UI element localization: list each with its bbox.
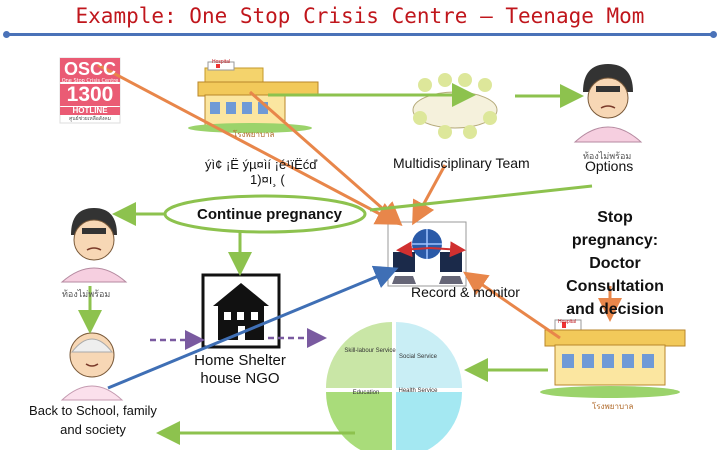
pregnant-teen-illustration: [573, 64, 643, 143]
pie-label-education: Education: [353, 390, 380, 396]
arrow-oscc-to-record: [97, 63, 401, 225]
hospital-top-caption: โรงพยาบาล: [233, 130, 275, 139]
hospital-top-illustration: [188, 61, 319, 133]
page-title: Example: One Stop Crisis Centre – Teenag…: [75, 4, 645, 28]
options-label: Options: [585, 158, 634, 174]
arrow-team-to-record: [412, 164, 447, 226]
pie-label-health: Health Service: [398, 388, 438, 394]
record-link-left-arrow: [396, 241, 431, 258]
oscc-subtitle: One Stop Crisis Centre: [61, 78, 119, 84]
garbled-label-line2: 1)¤ı¸ (: [250, 172, 285, 187]
record-link-right-arrow: [429, 241, 466, 258]
oscc-number: 1300: [66, 83, 114, 106]
title-divider: [3, 31, 717, 38]
garbled-label-line1: ýì¢ ¡Ë ýµ¤ìí ¡é¹ïËćď: [205, 157, 318, 172]
left-person-caption: ท้องไม่พร้อม: [62, 290, 111, 300]
oscc-thai-caption: ศูนย์ช่วยเหลือสังคม: [69, 116, 111, 122]
record-monitor-computers-icon: [387, 221, 467, 287]
arrow-hospital-bottom-to-record: [463, 271, 561, 340]
stop-pregnancy-label: Stop pregnancy: Doctor Consultation and …: [566, 209, 664, 318]
hospital-bottom-sign: Hospital: [558, 319, 577, 325]
pie-label-social: Social Service: [399, 354, 438, 360]
oscc-hotline: HOTLINE: [72, 106, 108, 115]
continue-pregnancy-label: Continue pregnancy: [197, 206, 343, 223]
multidisciplinary-team-label: Multidisciplinary Team: [393, 155, 530, 171]
oscc-brand-text: OSCC: [63, 59, 116, 79]
hospital-bottom-caption: โรงพยาบาล: [592, 402, 634, 411]
teen-back-to-school-illustration: [60, 332, 124, 401]
services-pie: Skill-labour Service Social Service Educ…: [326, 322, 462, 450]
oscc-logo: [59, 57, 121, 124]
options-person-caption: ท้องไม่พร้อม: [583, 152, 632, 162]
hospital-bottom-illustration: [540, 319, 686, 398]
home-shelter-icon: [201, 273, 281, 349]
arrow-hospital-to-record: [249, 90, 403, 226]
record-monitor-label: Record & monitor: [411, 284, 520, 300]
line-options-to-continue: [369, 184, 593, 212]
back-to-school-label: Back to School, family and society: [29, 403, 157, 437]
pie-label-skill-labour: Skill-labour Service: [344, 348, 396, 354]
teen-mom-left-illustration: [60, 208, 128, 283]
arrow-school-to-record: [107, 265, 399, 390]
home-shelter-label: Home Shelter house NGO: [194, 352, 286, 387]
hospital-top-sign: Hospital: [212, 59, 231, 65]
team-meeting-illustration: [412, 73, 498, 139]
